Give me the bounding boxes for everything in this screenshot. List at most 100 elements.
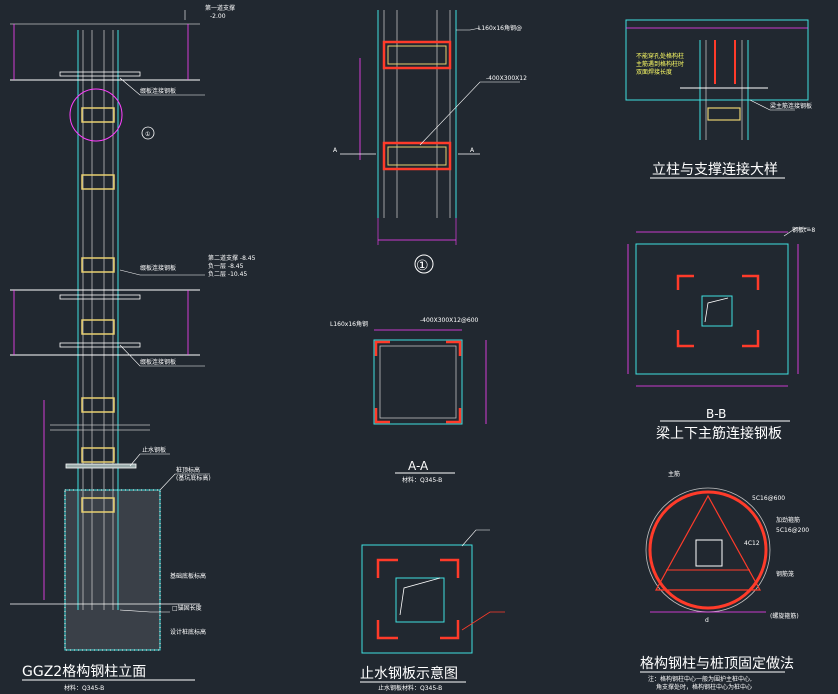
aa-angle-label: L160x16角钢 bbox=[330, 320, 368, 328]
pile-column-box bbox=[695, 539, 723, 567]
water-stop-label: 止水钢板 bbox=[142, 446, 166, 454]
elevation-note: 材料：Q345-B bbox=[64, 684, 104, 692]
detail-1: A A L160x16角钢@ -400X300X12 ① bbox=[333, 10, 527, 274]
pile-bar1-label: 5C16@600 bbox=[752, 495, 785, 502]
d1-section-mark-right: A bbox=[470, 147, 475, 154]
ws-angle-tl bbox=[376, 558, 398, 578]
d1-batten-bottom bbox=[387, 146, 447, 166]
d1-section-mark-left: A bbox=[333, 147, 338, 154]
elevation-title: GGZ2格构钢柱立面 bbox=[22, 664, 146, 680]
cs-note-2: 主筋遇到格构柱时 bbox=[636, 60, 684, 68]
bb-outer bbox=[635, 243, 789, 375]
anchor-label: □锚固长度 bbox=[172, 604, 202, 612]
leader-water-stop bbox=[129, 453, 170, 467]
detail-circle bbox=[69, 88, 123, 142]
ws-leader-bottom bbox=[461, 611, 505, 631]
detail1-title: ① bbox=[416, 258, 429, 274]
leader-lace-1 bbox=[119, 77, 205, 96]
level1-elev-label: -2.00 bbox=[210, 13, 226, 20]
batten-3 bbox=[81, 257, 115, 273]
pile-bar3-label: 5C16@200 bbox=[776, 527, 809, 534]
bb-diagonal bbox=[704, 297, 729, 323]
lace-plate-3-label: 缀板连接钢板 bbox=[140, 358, 176, 366]
pile-bar2-label: 加劲箍筋 bbox=[776, 516, 800, 524]
ws-angle-bl bbox=[376, 620, 398, 640]
pile-d-label: d bbox=[705, 617, 709, 624]
bb-angle-bl bbox=[676, 330, 694, 348]
d1-leader-angle bbox=[456, 27, 481, 31]
d1-lace-plate-top bbox=[382, 40, 452, 70]
pile-cage-label: 钢筋笼 bbox=[776, 570, 794, 578]
level1-label: 第一道支撑 bbox=[205, 4, 235, 12]
bb-angle-br bbox=[742, 330, 760, 348]
pile-fix-note-2: 角支撑处时，格构钢柱中心为桩中心 bbox=[656, 683, 752, 691]
pile-fix-note-1: 注：格构钢柱中心一般为围护主桩中心, bbox=[648, 675, 752, 683]
waterstop-note: 止水钢板材料：Q345-B bbox=[378, 684, 442, 692]
pile-spiral-label: (螺旋箍筋) bbox=[770, 612, 799, 620]
bb-angle-tl bbox=[676, 274, 694, 290]
column-elevation: ① 第一道支撑 -2.00 缀板连接钢板 第二道支撑 -8.45 负一层 -8.… bbox=[10, 4, 256, 692]
leader-pile-top bbox=[159, 473, 210, 491]
ws-angle-tr bbox=[440, 558, 460, 578]
water-stop-plate bbox=[65, 463, 137, 469]
beam-plate-title: 梁上下主筋连接钢板 bbox=[656, 425, 782, 442]
batten-5 bbox=[81, 397, 115, 413]
pile-top-label: 桩顶标高 bbox=[176, 466, 200, 474]
bb-angle-tr bbox=[742, 274, 760, 290]
level2-label: 第二道支撑 -8.45 bbox=[208, 254, 256, 262]
aa-angle-bl bbox=[374, 408, 390, 424]
pile-body bbox=[64, 489, 161, 651]
batten-2 bbox=[81, 174, 115, 190]
design-elev-label: 设计桩底标高 bbox=[170, 628, 206, 636]
water-stop-diagram: 止水钢板示意图 止水钢板材料：Q345-B bbox=[360, 529, 505, 692]
pile-bar4-label: 4C12 bbox=[744, 540, 760, 547]
ws-leader-top bbox=[461, 529, 490, 547]
section-aa-note: 材料：Q345-B bbox=[402, 476, 442, 484]
bb-plate-label: 钢板t=8 bbox=[792, 226, 815, 234]
pile-main-label: 主筋 bbox=[668, 470, 680, 478]
batten-1 bbox=[81, 107, 115, 123]
aa-angle-tl bbox=[374, 340, 390, 356]
cs-note-3: 双面焊接长度 bbox=[636, 68, 672, 76]
callout-1-label: ① bbox=[145, 131, 150, 138]
support-plate-1 bbox=[59, 71, 141, 77]
aa-angle-br bbox=[446, 408, 462, 424]
support-plate-2 bbox=[59, 294, 141, 300]
d1-angle-label: L160x16角钢@ bbox=[478, 24, 522, 32]
pile-top-sub-label: (基坑底标高) bbox=[176, 474, 211, 482]
lace-plate-1-label: 缀板连接钢板 bbox=[140, 87, 176, 95]
aa-angle-tr bbox=[446, 340, 462, 356]
aa-plate-label: -400X300X12@600 bbox=[420, 317, 479, 324]
leader-lace-3 bbox=[119, 344, 205, 367]
bb-inner bbox=[701, 295, 733, 327]
batten-4 bbox=[81, 319, 115, 335]
d1-lace-plate-bottom bbox=[382, 141, 452, 171]
pile-outer-circle bbox=[645, 487, 771, 613]
section-aa: L160x16角钢 -400X300X12@600 A-A 材料：Q345-B bbox=[330, 317, 487, 484]
cs-batten bbox=[707, 107, 741, 121]
ws-outer bbox=[361, 544, 473, 654]
ws-inner bbox=[395, 577, 445, 623]
base-elev-label: 基础底板标高 bbox=[170, 572, 206, 580]
batten-6 bbox=[81, 447, 115, 463]
cs-leader bbox=[749, 99, 795, 111]
section-bb: 钢板t=8 B-B 梁上下主筋连接钢板 bbox=[627, 226, 815, 442]
ws-angle-br bbox=[440, 620, 460, 640]
leader-anchor bbox=[119, 609, 170, 613]
batten-7 bbox=[81, 497, 115, 513]
leader-lace-2 bbox=[119, 269, 205, 276]
level-b1-label: 负一层 -8.45 bbox=[208, 262, 244, 270]
support-plate-3 bbox=[59, 342, 141, 348]
cs-plate-label: 梁主筋连接钢板 bbox=[770, 102, 812, 110]
pile-triangle bbox=[654, 494, 762, 591]
pile-cage-circle bbox=[648, 490, 768, 610]
d1-plate-label: -400X300X12 bbox=[486, 75, 527, 82]
d1-batten-top bbox=[387, 45, 447, 65]
lace-plate-2-label: 缀板连接钢板 bbox=[140, 264, 176, 272]
ws-diagonal bbox=[399, 577, 441, 616]
pile-fix-detail: d 主筋 5C16@600 加劲箍筋 5C16@200 4C12 钢筋笼 (螺旋… bbox=[640, 470, 809, 691]
section-bb-title: B-B bbox=[706, 407, 726, 421]
d1-title-circle bbox=[414, 254, 434, 274]
level-b2-label: 负二层 -10.45 bbox=[208, 270, 247, 278]
